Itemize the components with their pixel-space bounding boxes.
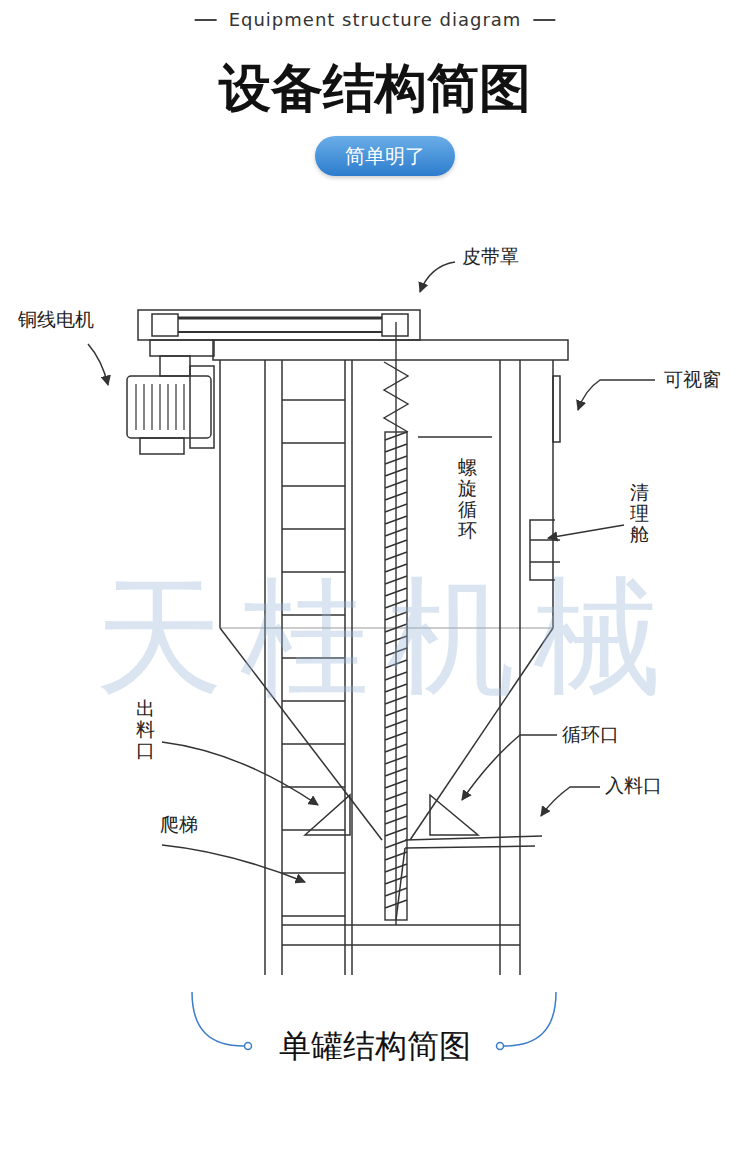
motor-body	[127, 376, 211, 438]
belt-cover	[138, 310, 420, 340]
screw-flight	[385, 444, 407, 452]
watermark: 天桂机械	[95, 560, 679, 714]
part-label: 清理舱	[630, 482, 649, 545]
inlet-pipe	[405, 836, 542, 840]
leader-line	[88, 344, 108, 385]
inlet-pipe	[396, 848, 405, 920]
leader-line	[548, 525, 624, 538]
motor-foot	[140, 438, 184, 454]
screw-flight	[385, 504, 407, 512]
screw-flight	[385, 516, 407, 524]
screw-flight	[385, 852, 407, 860]
base-bar	[282, 944, 520, 946]
page-title: 设备结构简图	[219, 57, 531, 119]
part-label: 循环口	[562, 723, 619, 746]
screw-flight	[385, 492, 407, 500]
pulley	[152, 314, 178, 336]
screw-flight	[385, 732, 407, 740]
header-dash	[533, 19, 555, 21]
header-dash	[195, 19, 217, 21]
part-label: 可视窗	[664, 368, 721, 391]
leader-line	[578, 380, 655, 410]
ladder-rung	[282, 528, 345, 530]
top-plate	[213, 340, 568, 360]
leader-line	[162, 845, 305, 882]
circulation-port	[430, 795, 478, 835]
screw-flight	[385, 876, 407, 884]
motor-endcap	[190, 366, 214, 448]
diagram-caption: 单罐结构简图	[279, 1027, 471, 1065]
base-bar	[282, 924, 520, 926]
ladder-rung	[282, 829, 345, 831]
part-label: 皮带罩	[462, 245, 519, 268]
tag-text: 简单明了	[345, 143, 425, 170]
motor-fins	[136, 384, 184, 430]
screw-flight	[385, 468, 407, 476]
screw-flight	[384, 362, 408, 432]
ladder-rung	[282, 872, 345, 874]
screw-flight	[385, 780, 407, 788]
screw-flight	[385, 840, 407, 848]
screw-flight	[385, 552, 407, 560]
leader-line	[418, 436, 492, 438]
ladder-rung	[282, 786, 345, 788]
ladder-rung	[282, 442, 345, 444]
motor-flange	[160, 356, 190, 376]
screw-flight	[385, 804, 407, 812]
screw-flight	[385, 900, 407, 908]
screw-flight	[385, 768, 407, 776]
part-label: 螺旋循环	[458, 457, 477, 541]
screw-flight	[385, 528, 407, 536]
inlet-pipe	[405, 846, 535, 848]
ladder-rung	[282, 485, 345, 487]
part-label: 爬梯	[160, 813, 198, 836]
ladder-rung	[282, 399, 345, 401]
screw-flight	[385, 816, 407, 824]
screw-flight	[385, 864, 407, 872]
sight-window	[553, 376, 560, 442]
screw-flight	[385, 792, 407, 800]
belt	[165, 317, 395, 320]
screw-flight	[385, 456, 407, 464]
tag-pill: 简单明了	[315, 136, 455, 176]
motor-mount	[150, 340, 214, 356]
ladder-rung	[282, 915, 345, 917]
screw-flight	[385, 828, 407, 836]
pulley	[382, 314, 408, 336]
part-label: 入料口	[605, 774, 662, 797]
screw-flight	[385, 720, 407, 728]
screw-flight	[385, 744, 407, 752]
belt	[165, 331, 395, 333]
leader-line	[420, 262, 455, 292]
leader-line	[541, 787, 600, 816]
screw-flight	[385, 888, 407, 896]
ladder-rung	[282, 743, 345, 745]
screw-flight	[385, 540, 407, 548]
screw-flight	[385, 756, 407, 764]
part-label: 铜线电机	[18, 308, 94, 331]
header-subtitle: Equipment structure diagram	[229, 9, 522, 31]
screw-flight	[385, 480, 407, 488]
leader-line	[462, 735, 557, 800]
leader-line	[162, 742, 318, 805]
screw-flight	[385, 432, 407, 440]
